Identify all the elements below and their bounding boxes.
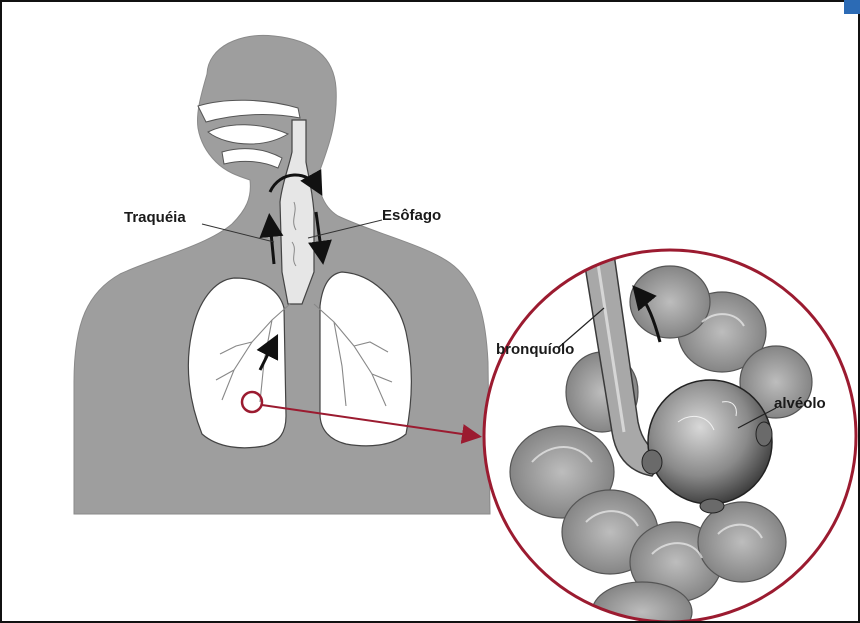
left-lung — [188, 278, 286, 448]
alveolus-sphere — [648, 380, 772, 504]
label-trachea: Traquéia — [124, 209, 186, 226]
label-bronchiole: bronquíolo — [496, 341, 574, 358]
zoom-circle — [484, 250, 856, 621]
label-esophagus: Esôfago — [382, 207, 441, 224]
label-alveolus: alvéolo — [774, 395, 826, 412]
